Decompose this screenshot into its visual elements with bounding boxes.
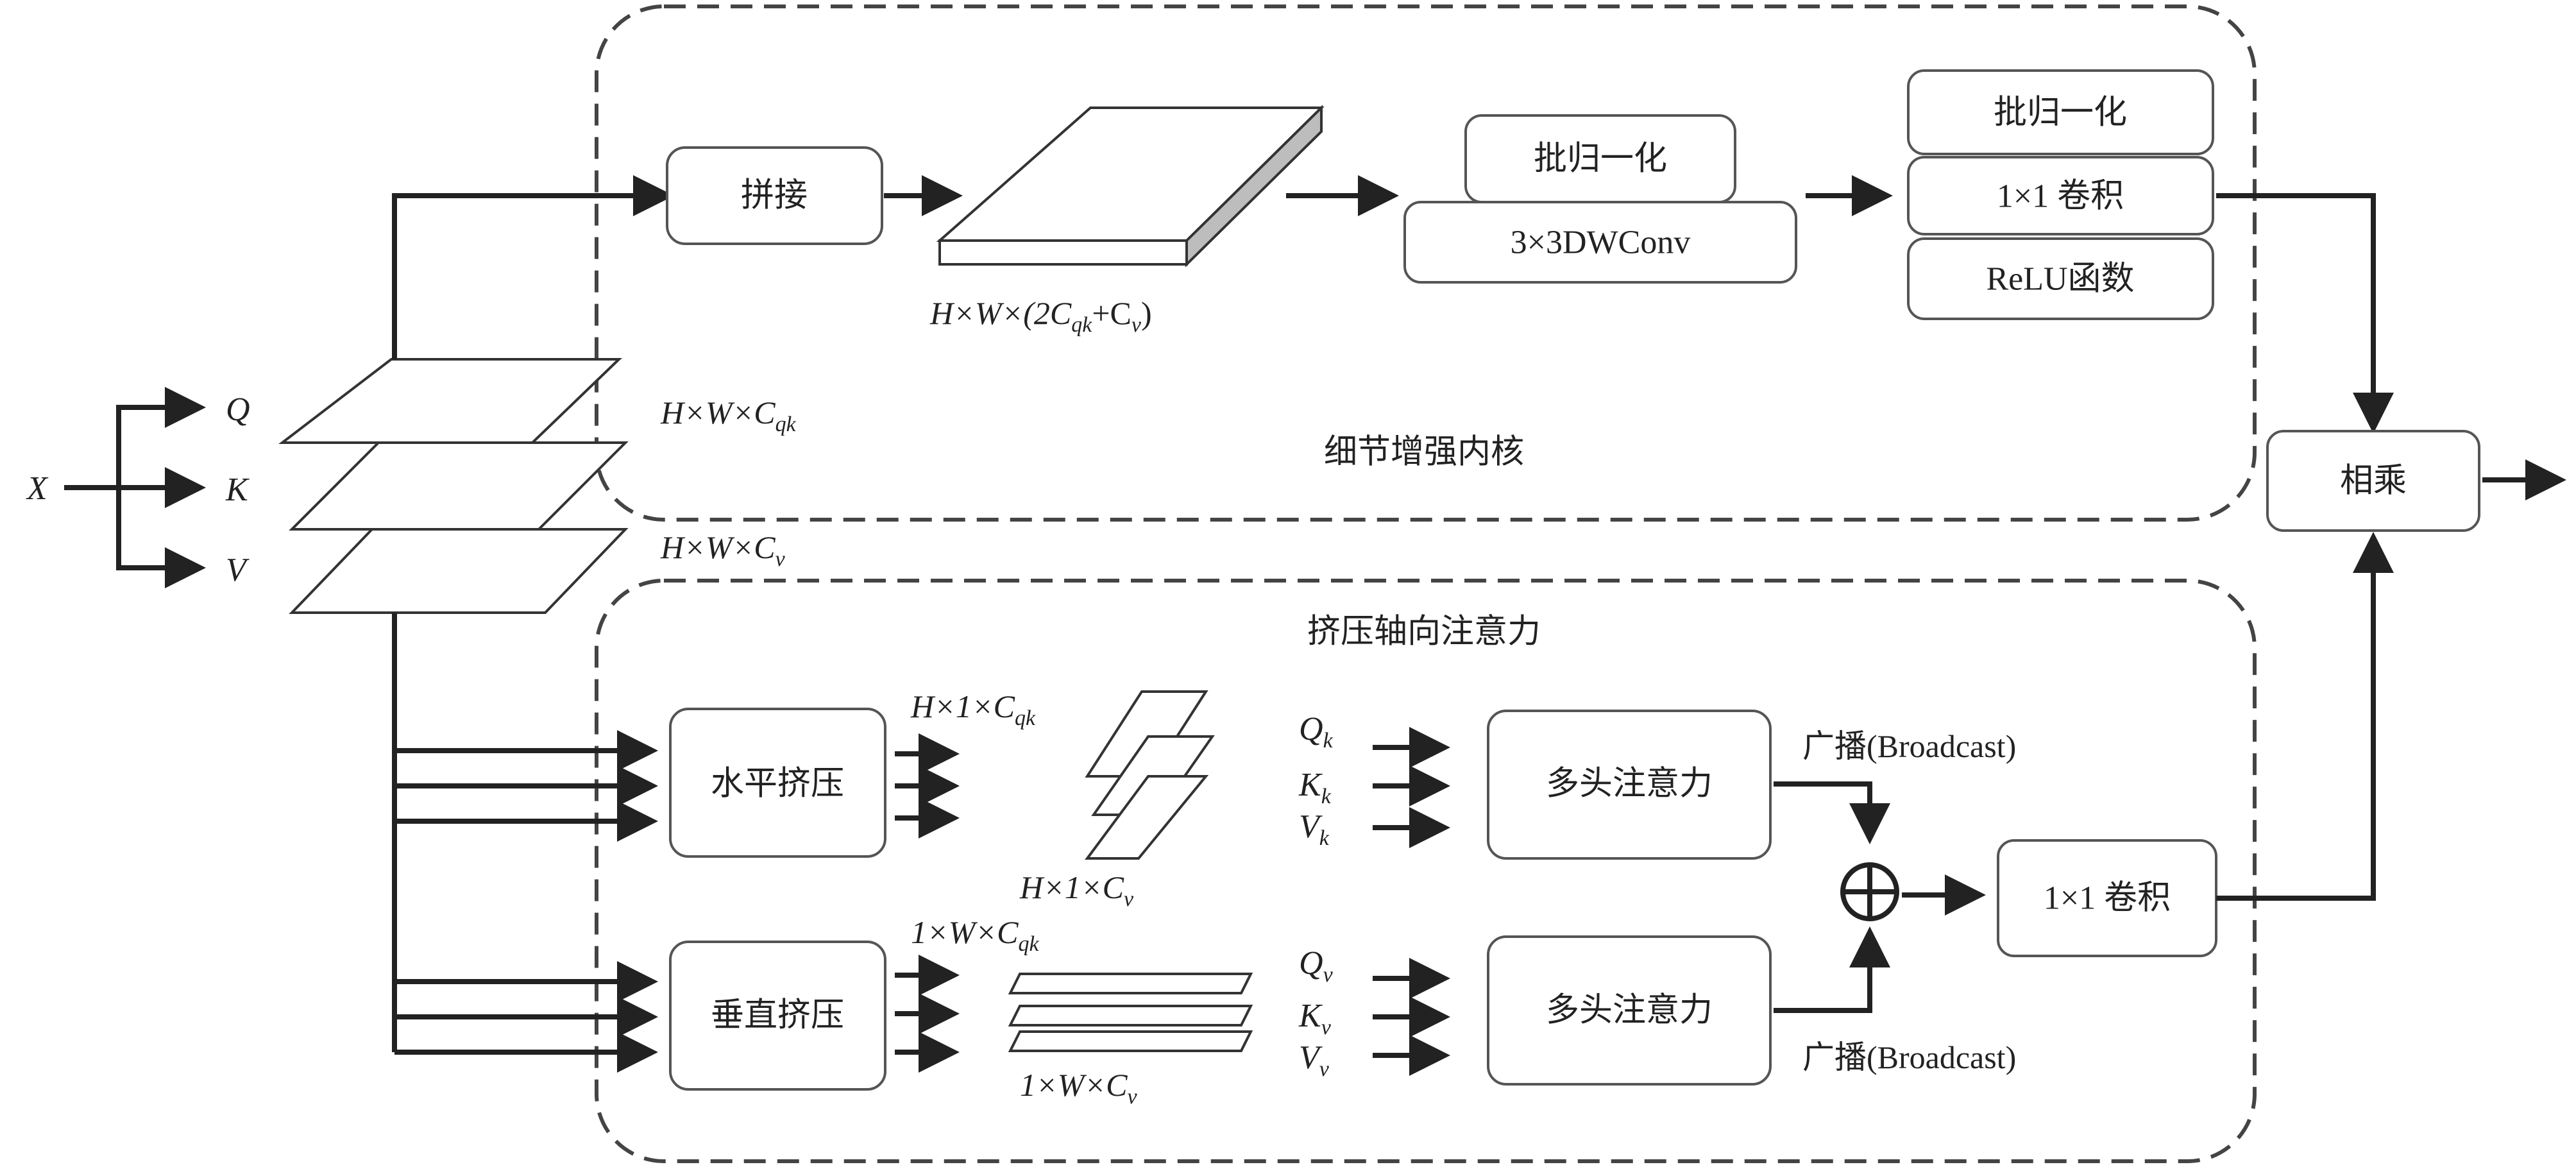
h-dim-qk-label: H×1×Cqk (910, 688, 1036, 730)
k-label: K (225, 472, 250, 508)
v-strip-3 (1008, 1030, 1253, 1052)
broadcast-label-top: 广播(Broadcast) (1802, 728, 2016, 764)
relu-box (1907, 237, 2214, 320)
vk-label-top: Vk (1299, 808, 1330, 850)
conv1x1-label-axial: 1×1 卷积 (2044, 880, 2171, 917)
mha-top-to-add-arrow (1774, 781, 1890, 844)
mha-box-bottom (1487, 935, 1772, 1086)
concat-box (666, 146, 883, 245)
concat-label: 拼接 (741, 178, 808, 214)
mha-label-bottom: 多头注意力 (1546, 992, 1713, 1029)
vv-label-bottom: Vv (1299, 1039, 1330, 1081)
relu-label: ReLU函数 (1986, 261, 2134, 298)
detail-enhancement-group (595, 4, 2257, 522)
q-feature-plane (278, 358, 622, 444)
mha-label-top: 多头注意力 (1546, 766, 1713, 803)
concat-tensor-front (938, 239, 1188, 266)
conv1x1-label-detail: 1×1 卷积 (1997, 178, 2124, 215)
k-feature-plane (289, 441, 629, 531)
input-x-label: X (26, 470, 49, 507)
hwcqk-dim-label: H×W×Cqk (660, 395, 797, 436)
multiply-label: 相乘 (2340, 463, 2407, 500)
h-strip-3 (1085, 775, 1209, 860)
squeeze-axial-attention-group (595, 579, 2257, 1163)
detail-branch-connector (392, 175, 674, 359)
v-dim-v-label: 1×W×Cv (1020, 1067, 1137, 1109)
h-dim-v-label: H×1×Cv (1019, 869, 1134, 911)
v-feature-plane (289, 528, 629, 614)
mha-bottom-to-add-arrow (1774, 926, 1890, 1013)
kv-label-bottom: Kv (1298, 998, 1332, 1039)
qk-label-top: Qk (1299, 711, 1334, 753)
q-label: Q (226, 391, 250, 428)
v-dim-qk-label: 1×W×Cqk (911, 914, 1039, 956)
mha-box-top (1487, 710, 1772, 860)
vertical-squeeze-label: 垂直挤压 (711, 998, 844, 1034)
dwconv-box (1403, 201, 1797, 284)
multiply-box (2266, 430, 2480, 532)
conv1x1-box-detail (1907, 156, 2214, 235)
broadcast-label-bottom: 广播(Broadcast) (1802, 1039, 2016, 1075)
vertical-squeeze-box (669, 941, 886, 1091)
kk-label-top: Kk (1298, 767, 1332, 808)
concat-dim-label: H×W×(2Cqk+Cv) (929, 295, 1152, 337)
hwcv-dim-label: H×W×Cv (660, 529, 786, 571)
concat-tensor-side (1185, 105, 1323, 268)
batchnorm-label-a: 批归一化 (1534, 141, 1667, 178)
horizontal-squeeze-label: 水平挤压 (711, 766, 844, 803)
v-strip-2 (1008, 1005, 1253, 1026)
batchnorm-label-b: 批归一化 (1994, 95, 2127, 132)
axial-to-multiply-arrow (2216, 532, 2394, 901)
axial-branch-title: 挤压轴向注意力 (1307, 614, 1541, 651)
qv-label-bottom: Qv (1299, 945, 1334, 987)
detail-to-multiply-arrow (2216, 193, 2394, 434)
v-strip-1 (1008, 973, 1253, 994)
v-label: V (226, 552, 250, 588)
horizontal-squeeze-box (669, 708, 886, 858)
batchnorm-box-b (1907, 69, 2214, 155)
detail-branch-title: 细节增强内核 (1324, 434, 1524, 471)
dwconv-label: 3×3DWConv (1511, 225, 1691, 261)
